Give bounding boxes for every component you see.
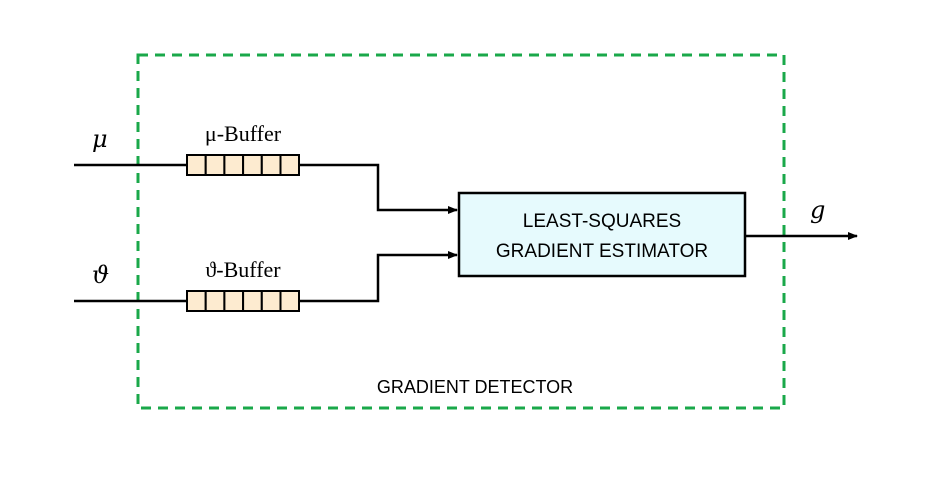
theta-buffer-label: ϑ-Buffer	[205, 257, 281, 282]
theta-input-symbol: ϑ	[92, 261, 109, 289]
mu-buffer-label: μ-Buffer	[205, 121, 282, 146]
buffer-cell	[260, 154, 282, 176]
theta-buffer	[186, 290, 300, 312]
buffer-cell	[223, 290, 245, 312]
buffer-cell	[260, 290, 282, 312]
mu-buffer	[186, 154, 300, 176]
estimator-line-2: GRADIENT ESTIMATOR	[496, 241, 708, 262]
buffer-cell	[279, 154, 300, 176]
mu-input-symbol: μ	[92, 125, 108, 153]
detector-label: GRADIENT DETECTOR	[377, 377, 573, 397]
buffer-cell	[204, 154, 226, 176]
theta-to-estimator-wire	[299, 251, 458, 303]
mu-to-estimator-wire	[299, 163, 458, 214]
output-symbol: g	[810, 196, 825, 224]
least-squares-estimator-box	[457, 191, 747, 278]
detector-frame	[136, 53, 786, 410]
buffer-cell	[204, 290, 226, 312]
buffer-cell	[279, 290, 300, 312]
buffer-cell	[186, 290, 207, 312]
buffer-cell	[242, 290, 263, 312]
estimator-line-1: LEAST-SQUARES	[523, 211, 681, 232]
buffer-cell	[223, 154, 245, 176]
buffer-cell	[186, 154, 207, 176]
buffer-cell	[242, 154, 263, 176]
